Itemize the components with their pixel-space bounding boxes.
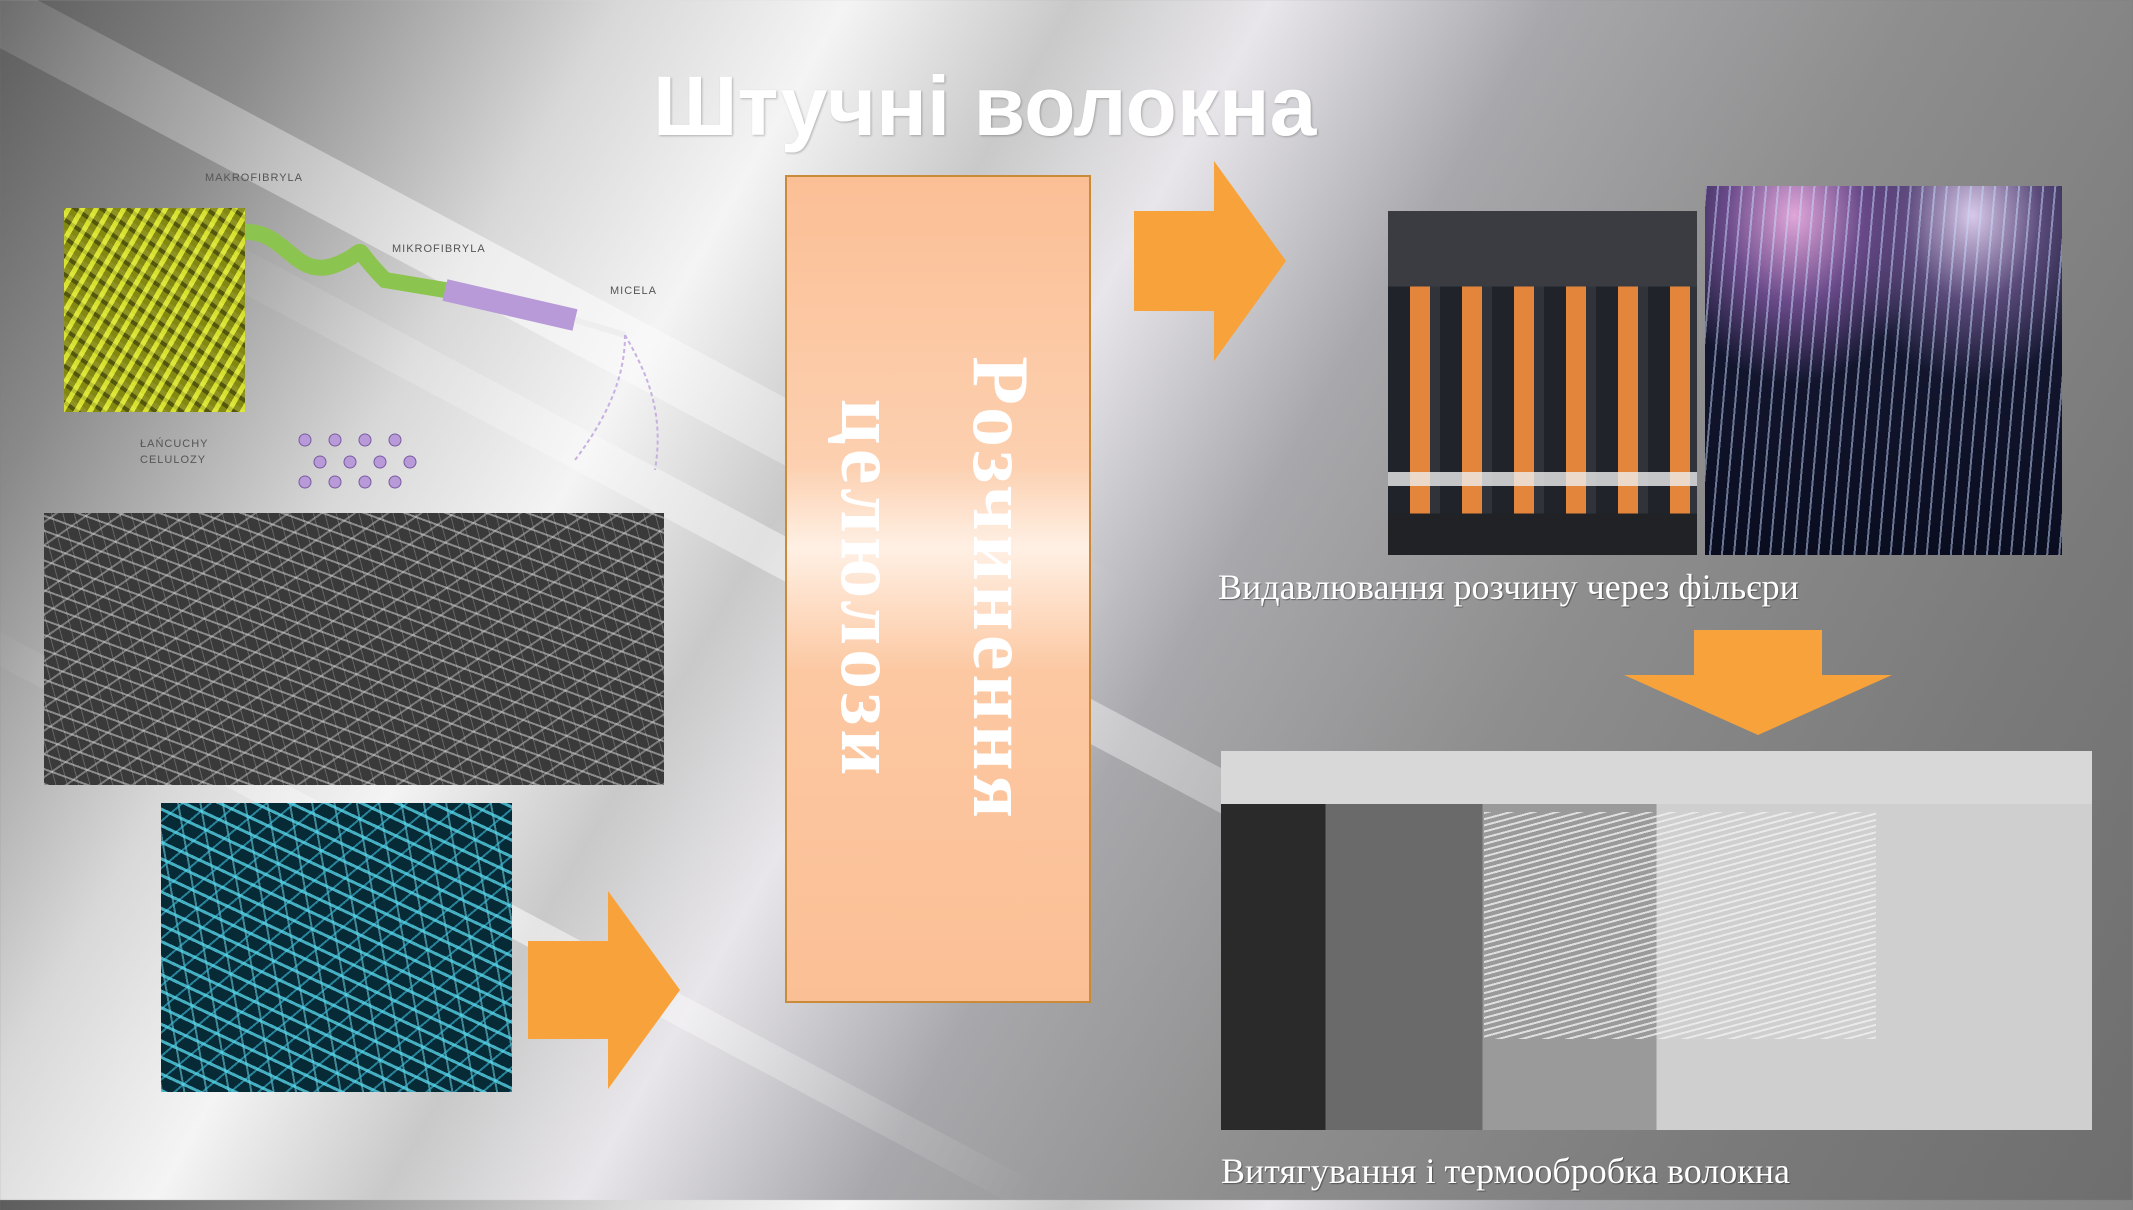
- macrofibril-micrograph: [64, 208, 245, 412]
- label-cellulose-chains-1: ŁAŃCUCHY: [140, 438, 209, 450]
- label-macrofibril: MAKROFIBRYLA: [205, 172, 303, 184]
- cellulose-structure-diagram: [245, 224, 659, 489]
- cyan-fiber-image: [161, 803, 512, 1092]
- arrow-right-icon: [1134, 161, 1286, 361]
- arrow-right-icon: [528, 891, 680, 1089]
- sem-fiber-image: [44, 513, 664, 785]
- slide-title: Штучні волокна: [653, 59, 1317, 153]
- process-line-2: целюлози: [824, 398, 912, 780]
- spinning-machine-photo: [1388, 211, 1697, 555]
- caption-extrusion: Видавлювання розчину через фільєри: [1218, 567, 1799, 607]
- arrow-down-icon: [1624, 630, 1892, 735]
- label-micelle: MICELA: [610, 285, 657, 297]
- caption-drawing: Витягування і термообробка волокна: [1221, 1151, 1790, 1191]
- label-microfibril: MIKROFIBRYLA: [392, 243, 486, 255]
- process-line-1: Розчинення: [956, 356, 1044, 822]
- process-box-dissolution: Розчинення целюлози: [785, 175, 1091, 1003]
- fiber-factory-photo: [1221, 751, 2092, 1130]
- label-cellulose-chains-2: CELULOZY: [140, 454, 207, 466]
- spinneret-fibers-photo: [1705, 186, 2062, 555]
